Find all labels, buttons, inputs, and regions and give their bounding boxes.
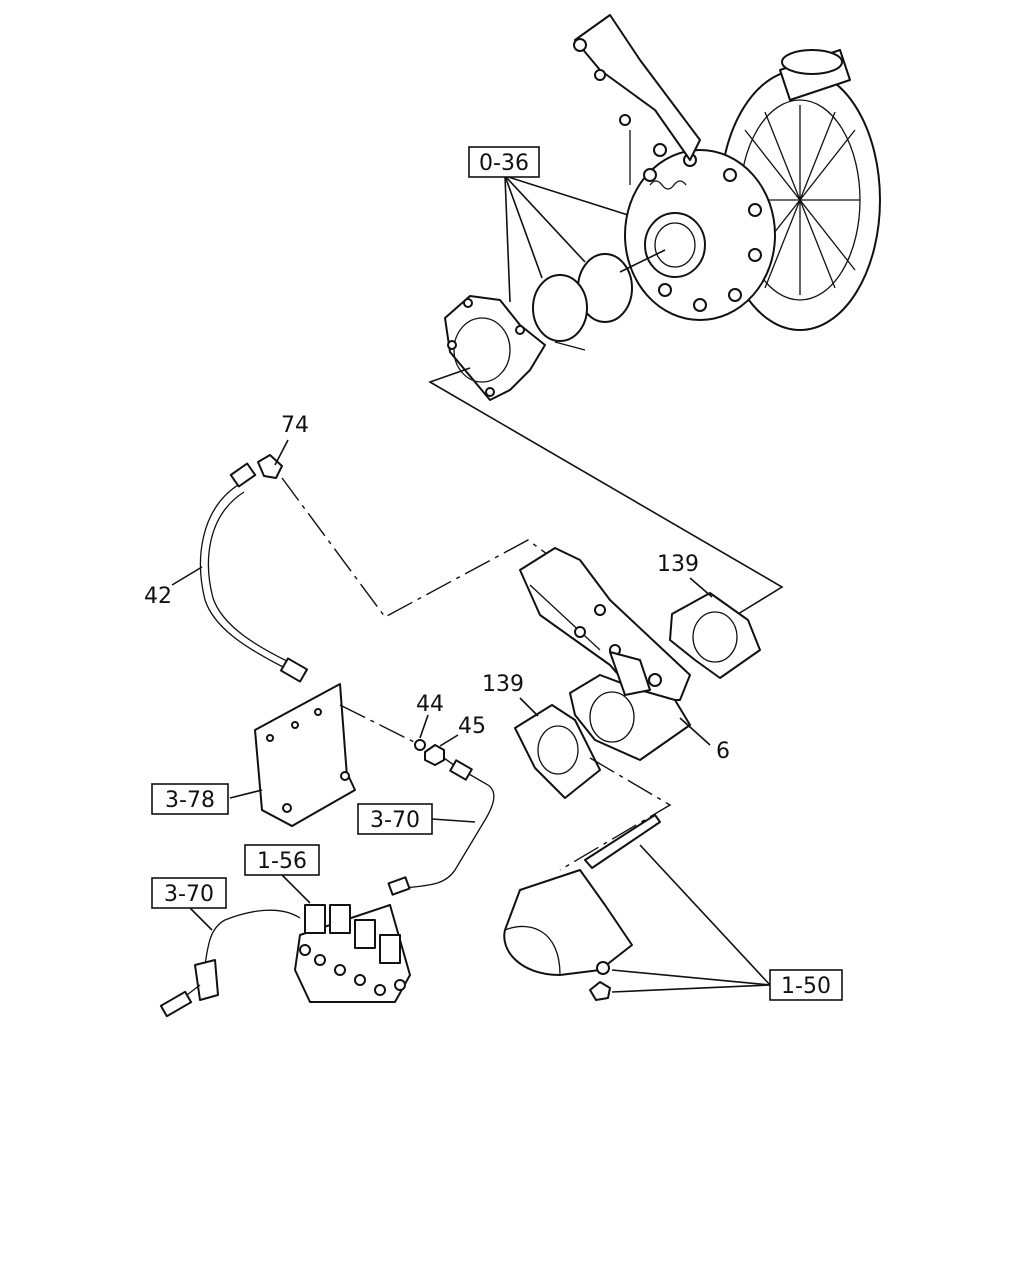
clamp-part — [532, 274, 588, 351]
callout-139-lower: 139 — [482, 672, 524, 697]
leader-74 — [274, 439, 289, 466]
callout-6: 6 — [716, 739, 730, 764]
turbocharger-drawing — [573, 14, 881, 331]
leader-139-lower — [519, 697, 539, 717]
callout-74: 74 — [281, 413, 309, 438]
washer-part — [414, 739, 426, 751]
svg-text:3-70: 3-70 — [370, 808, 420, 833]
callout-0-36: 0-36 — [468, 146, 540, 178]
svg-text:0-36: 0-36 — [479, 151, 529, 176]
leader-bracket-washer — [339, 704, 419, 745]
callout-42: 42 — [144, 584, 172, 609]
leader-42 — [171, 566, 203, 586]
svg-text:1-50: 1-50 — [781, 974, 831, 999]
callout-3-70-left: 3-70 — [151, 877, 227, 909]
gasket-upper-part — [669, 592, 761, 679]
pipe-left-drawing — [159, 909, 301, 1018]
callout-44: 44 — [416, 692, 444, 717]
callout-1-50: 1-50 — [769, 969, 843, 1001]
leader-3-78 — [229, 789, 263, 799]
pipe-right-drawing — [387, 759, 495, 896]
gasket-lower-part — [514, 704, 601, 799]
callout-139-upper: 139 — [657, 552, 699, 577]
hose-drawing — [199, 454, 309, 683]
leader-44 — [419, 714, 429, 739]
leader-3-70-left — [189, 907, 213, 931]
leader-6 — [679, 717, 711, 746]
svg-text:3-78: 3-78 — [165, 788, 215, 813]
callout-3-78: 3-78 — [151, 783, 229, 815]
svg-text:3-70: 3-70 — [164, 882, 214, 907]
adapter-flange-part — [444, 295, 546, 401]
leader-valve-to-exhaust — [559, 757, 672, 871]
callout-1-56: 1-56 — [244, 844, 320, 876]
exhaust-elbow-drawing — [503, 814, 661, 1001]
egr-valve-drawing — [519, 547, 691, 761]
leader-45 — [439, 734, 459, 747]
leader-lines-turbo — [428, 175, 784, 615]
leader-1-56 — [281, 874, 311, 904]
callout-3-70-right: 3-70 — [357, 803, 433, 835]
nut-part — [424, 744, 445, 766]
solenoid-block-drawing — [294, 904, 411, 1003]
svg-text:1-56: 1-56 — [257, 849, 307, 874]
leader-1-50 — [611, 844, 771, 993]
leader-3-70-right — [431, 818, 476, 823]
leader-139-upper — [689, 577, 713, 598]
callout-45: 45 — [458, 714, 486, 739]
bracket-drawing — [254, 683, 356, 827]
leader-line-pipe — [281, 477, 556, 618]
